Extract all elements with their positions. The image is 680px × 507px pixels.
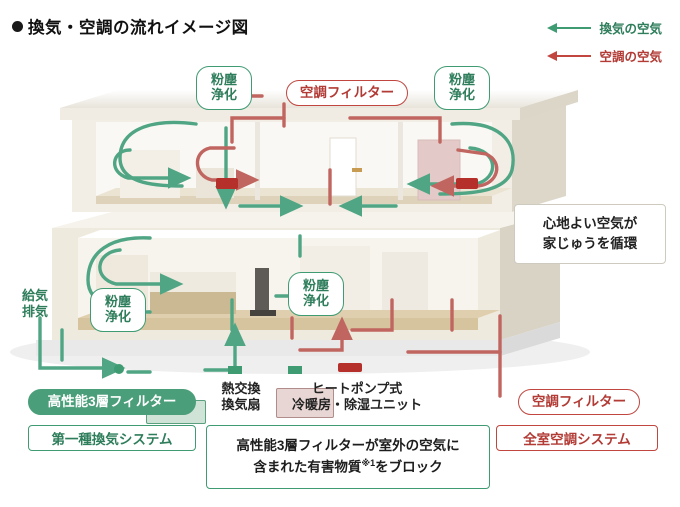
left-arrow-icon bbox=[547, 50, 592, 62]
page-title-text: 換気・空調の流れイメージ図 bbox=[28, 19, 249, 37]
return-vent-lower bbox=[288, 366, 302, 374]
system-bar-aircon-label: 全室空調システム bbox=[523, 432, 631, 447]
dust-purify-badge-1: 粉塵浄化 bbox=[196, 66, 252, 110]
dust-purify-badge-2: 粉塵浄化 bbox=[434, 66, 490, 110]
dust-purify-label-1: 粉塵浄化 bbox=[210, 72, 237, 102]
system-bar-aircon: 全室空調システム bbox=[496, 425, 658, 451]
filter-block-note-line2a: 含まれた有害物質 bbox=[253, 459, 362, 475]
page-title: 換気・空調の流れイメージ図 bbox=[12, 14, 249, 38]
legend-item-ventilation: 換気の空気 bbox=[547, 18, 662, 37]
heat-exchange-fan-label: 熱交換換気扇 bbox=[221, 381, 261, 413]
dust-purify-label-3: 粉塵浄化 bbox=[104, 294, 131, 324]
filter-block-note-line1: 高性能3層フィルターが室外の空気に bbox=[236, 437, 460, 453]
title-bullet-icon bbox=[12, 20, 23, 32]
filter-block-note-footnote: ※1 bbox=[361, 457, 376, 468]
system-bar-ventilation: 第一種換気システム bbox=[28, 425, 196, 451]
legend-label-ventilation: 換気の空気 bbox=[599, 22, 662, 36]
legend-item-aircon: 空調の空気 bbox=[547, 46, 662, 65]
dust-purify-label-4: 粉塵浄化 bbox=[302, 278, 329, 308]
ac-vent-upper-left bbox=[216, 178, 238, 189]
dust-purify-label-2: 粉塵浄化 bbox=[448, 72, 475, 102]
ac-filter-badge-bottom: 空調フィルター bbox=[518, 389, 640, 415]
high-performance-filter-label: 高性能3層フィルター bbox=[47, 394, 177, 410]
filter-block-note-line2b: をブロック bbox=[375, 459, 443, 475]
ac-vent-upper-right bbox=[456, 178, 478, 189]
high-performance-filter-badge: 高性能3層フィルター bbox=[28, 389, 196, 415]
heat-pump-label: ヒートポンプ式冷暖房・除湿ユニット bbox=[291, 381, 422, 413]
system-bar-ventilation-label: 第一種換気システム bbox=[51, 432, 173, 447]
dust-purify-badge-4: 粉塵浄化 bbox=[288, 272, 344, 316]
ac-filter-badge-top: 空調フィルター bbox=[286, 80, 408, 106]
supply-vent-lower bbox=[228, 366, 242, 374]
ac-filter-label-top: 空調フィルター bbox=[299, 85, 395, 101]
ac-filter-label-bottom: 空調フィルター bbox=[531, 394, 627, 410]
heat-pump-device bbox=[276, 388, 334, 418]
filter-block-note: 高性能3層フィルターが室外の空気に 含まれた有害物質※1をブロック bbox=[206, 425, 490, 489]
dust-purify-badge-3: 粉塵浄化 bbox=[90, 288, 146, 332]
ac-vent-lower bbox=[338, 363, 362, 372]
intake-port bbox=[114, 364, 124, 374]
comfort-air-note: 心地よい空気が家じゅうを循環 bbox=[514, 204, 666, 264]
comfort-air-note-text: 心地よい空気が家じゅうを循環 bbox=[542, 215, 638, 251]
left-arrow-icon bbox=[547, 22, 592, 34]
legend: 換気の空気 空調の空気 bbox=[547, 18, 662, 65]
legend-label-aircon: 空調の空気 bbox=[599, 50, 662, 64]
supply-exhaust-label: 給気排気 bbox=[21, 288, 48, 320]
